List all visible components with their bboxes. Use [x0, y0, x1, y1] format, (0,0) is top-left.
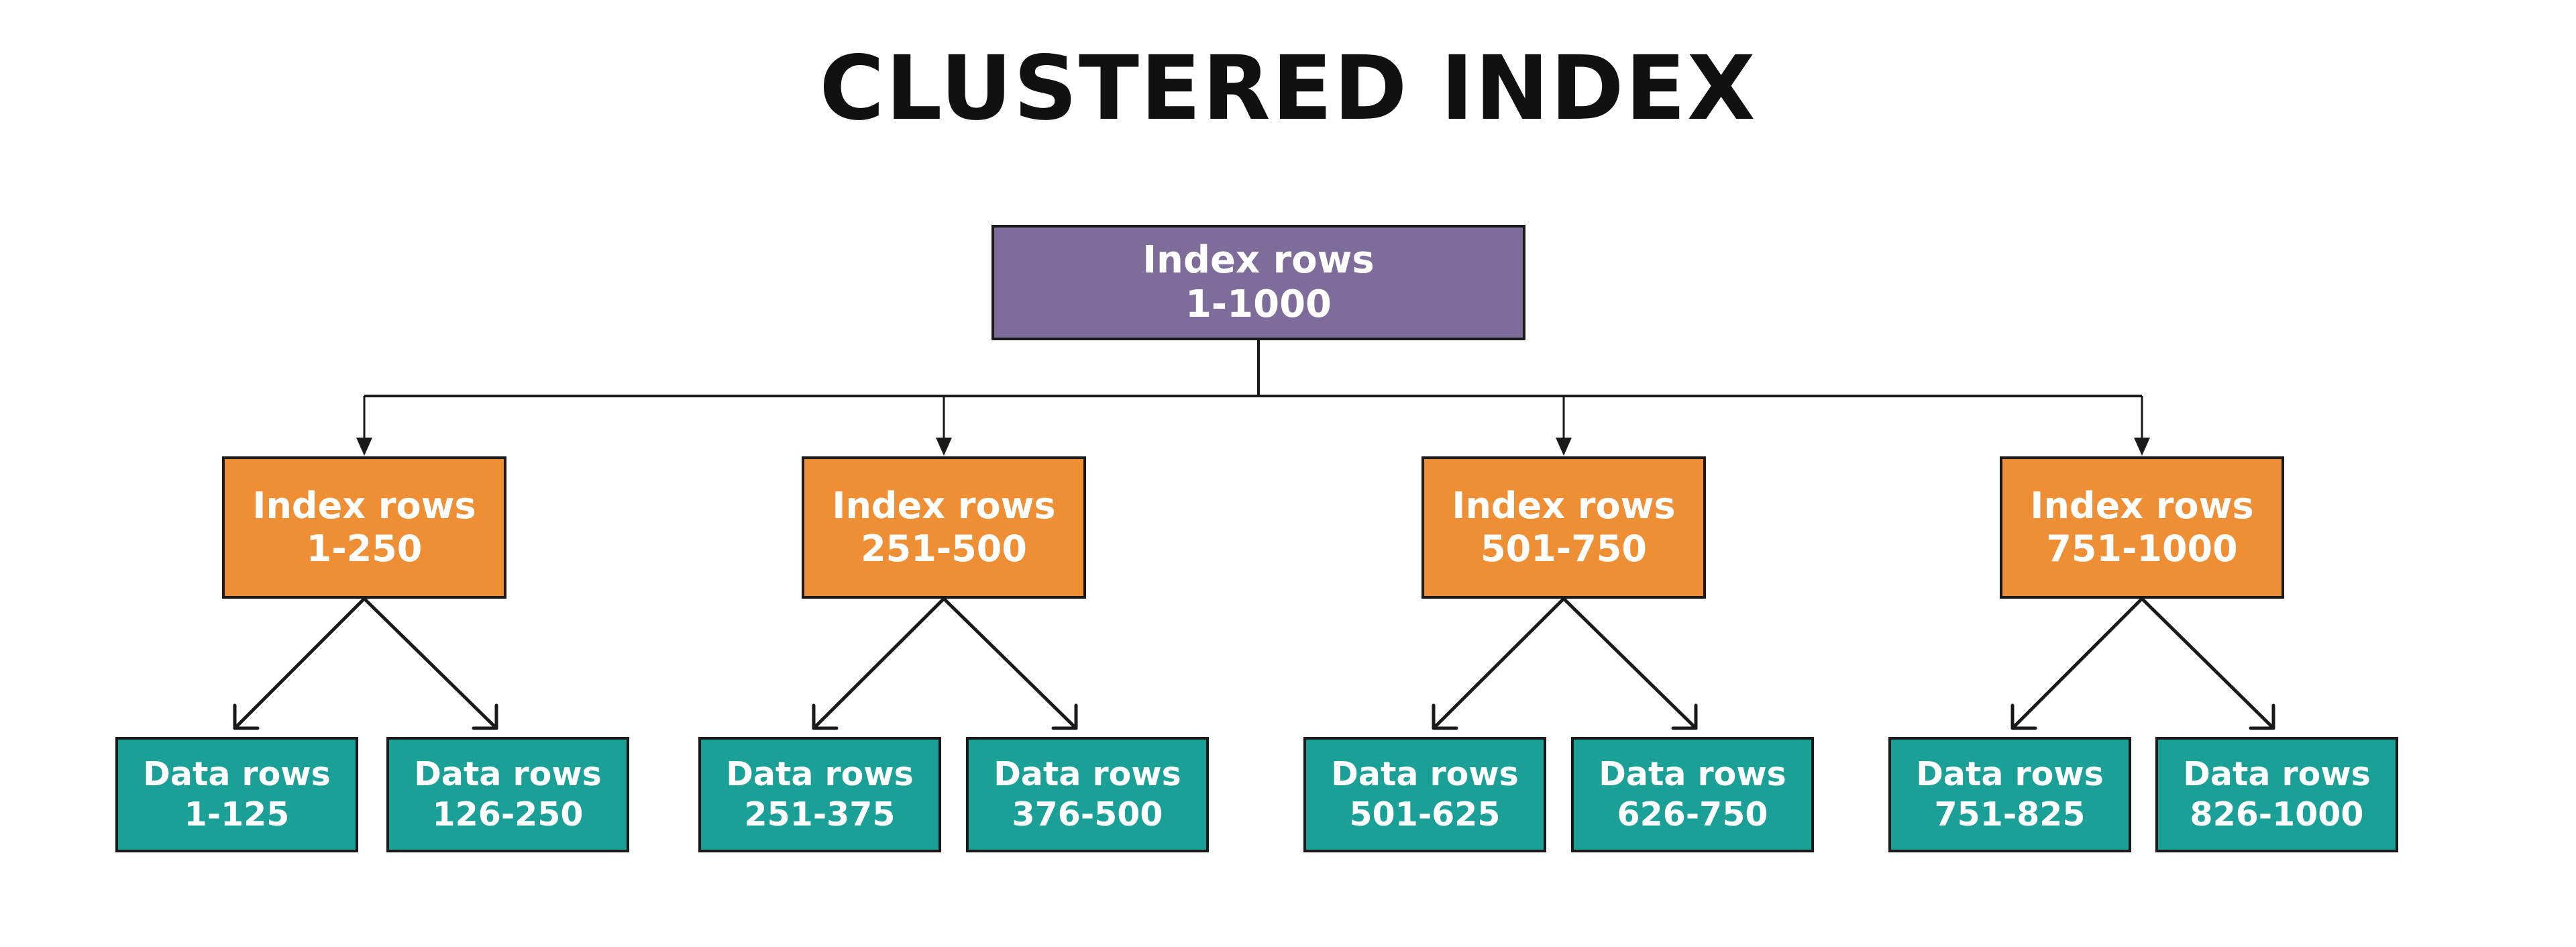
- root-index-node: Index rows 1-1000: [991, 225, 1525, 340]
- data-node-8: Data rows 826-1000: [2155, 737, 2398, 852]
- arrowhead-data-6: [1671, 703, 1698, 730]
- index-node-range: 1-250: [306, 528, 423, 570]
- index-node-label: Index rows: [252, 485, 476, 527]
- data-node-6: Data rows 626-750: [1571, 737, 1814, 852]
- data-node-label: Data rows: [994, 755, 1181, 793]
- arrow-to-data-6: [1562, 597, 1698, 730]
- root-index-label: Index rows: [1142, 238, 1375, 282]
- index-node-label: Index rows: [1452, 485, 1676, 527]
- index-node-3: Index rows 501-750: [1421, 456, 1706, 599]
- index-node-4: Index rows 751-1000: [2000, 456, 2284, 599]
- data-node-5: Data rows 501-625: [1303, 737, 1546, 852]
- data-node-label: Data rows: [1916, 755, 2104, 793]
- arrow-to-data-8: [2140, 597, 2275, 730]
- data-node-1: Data rows 1-125: [115, 737, 358, 852]
- data-node-4: Data rows 376-500: [966, 737, 1209, 852]
- diagram-title: CLUSTERED INDEX: [819, 37, 1757, 140]
- data-node-range: 626-750: [1617, 795, 1768, 834]
- data-node-range: 751-825: [1934, 795, 2086, 834]
- data-node-label: Data rows: [414, 755, 602, 793]
- index-node-label: Index rows: [832, 485, 1056, 527]
- index-node-range: 751-1000: [2046, 528, 2238, 570]
- arrow-to-data-4: [942, 597, 1078, 730]
- arrowhead-data-2: [472, 703, 498, 730]
- data-node-range: 376-500: [1012, 795, 1163, 834]
- data-node-range: 826-1000: [2190, 795, 2364, 834]
- arrowhead-data-3: [812, 703, 839, 730]
- index-node-range: 251-500: [861, 528, 1027, 570]
- index-node-label: Index rows: [2030, 485, 2254, 527]
- arrowhead-data-1: [233, 703, 260, 730]
- data-node-label: Data rows: [143, 755, 331, 793]
- index-node-2: Index rows 251-500: [802, 456, 1086, 599]
- arrow-to-data-2: [362, 597, 498, 730]
- arrowhead-data-7: [2010, 703, 2037, 730]
- arrow-to-data-5: [1432, 597, 1566, 730]
- arrowhead-data-8: [2249, 703, 2275, 730]
- data-node-label: Data rows: [2183, 755, 2371, 793]
- data-node-label: Data rows: [1331, 755, 1519, 793]
- data-node-label: Data rows: [1599, 755, 1786, 793]
- data-node-range: 501-625: [1349, 795, 1501, 834]
- index-node-1: Index rows 1-250: [222, 456, 506, 599]
- data-node-range: 126-250: [432, 795, 584, 834]
- data-node-range: 1-125: [184, 795, 290, 834]
- index-node-range: 501-750: [1481, 528, 1647, 570]
- data-node-3: Data rows 251-375: [698, 737, 941, 852]
- arrowhead-data-5: [1432, 703, 1458, 730]
- data-node-range: 251-375: [744, 795, 896, 834]
- data-node-label: Data rows: [726, 755, 914, 793]
- arrow-to-data-7: [2010, 597, 2144, 730]
- arrowhead-data-4: [1051, 703, 1078, 730]
- root-index-range: 1-1000: [1185, 283, 1332, 326]
- arrow-to-data-1: [233, 597, 366, 730]
- arrow-to-data-3: [812, 597, 946, 730]
- data-node-2: Data rows 126-250: [386, 737, 629, 852]
- data-node-7: Data rows 751-825: [1888, 737, 2131, 852]
